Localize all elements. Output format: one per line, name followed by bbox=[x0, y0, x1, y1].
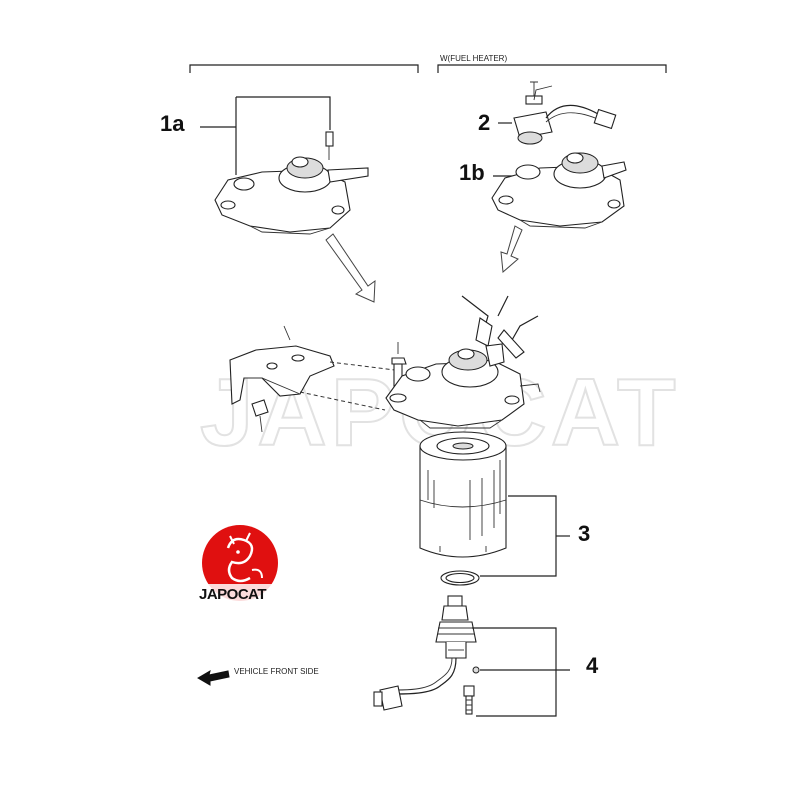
vehicle-front-label: VEHICLE FRONT SIDE bbox=[234, 667, 319, 676]
japocat-logo: JAPOCAT bbox=[194, 525, 286, 604]
filter-head-1a bbox=[214, 131, 369, 235]
callout-4: 4 bbox=[586, 653, 599, 678]
fuel-heater-label: W(FUEL HEATER) bbox=[440, 54, 507, 63]
mounting-bracket bbox=[229, 325, 396, 411]
leader-1a bbox=[200, 96, 331, 175]
group-bracket-left bbox=[189, 64, 419, 73]
left-arrow-icon bbox=[197, 669, 230, 686]
logo-text: JAPOCAT bbox=[199, 586, 266, 603]
heater-sensor-2 bbox=[513, 81, 617, 145]
gasket-o-ring bbox=[440, 570, 480, 586]
callout-1a: 1a bbox=[160, 111, 185, 136]
callout-2: 2 bbox=[478, 110, 490, 135]
bolt-lower bbox=[251, 399, 269, 433]
callout-3: 3 bbox=[578, 521, 590, 546]
fuel-lines bbox=[461, 295, 539, 359]
assembly-arrow-left bbox=[325, 233, 376, 303]
filter-cartridge bbox=[419, 431, 507, 558]
group-bracket-right bbox=[437, 64, 667, 73]
filter-head-1b bbox=[491, 152, 627, 229]
main-filter-head bbox=[385, 343, 541, 429]
leader-4 bbox=[472, 627, 557, 717]
callout-1b: 1b bbox=[459, 160, 485, 185]
water-sensor-4 bbox=[373, 595, 480, 715]
assembly-arrow-right bbox=[500, 225, 523, 274]
